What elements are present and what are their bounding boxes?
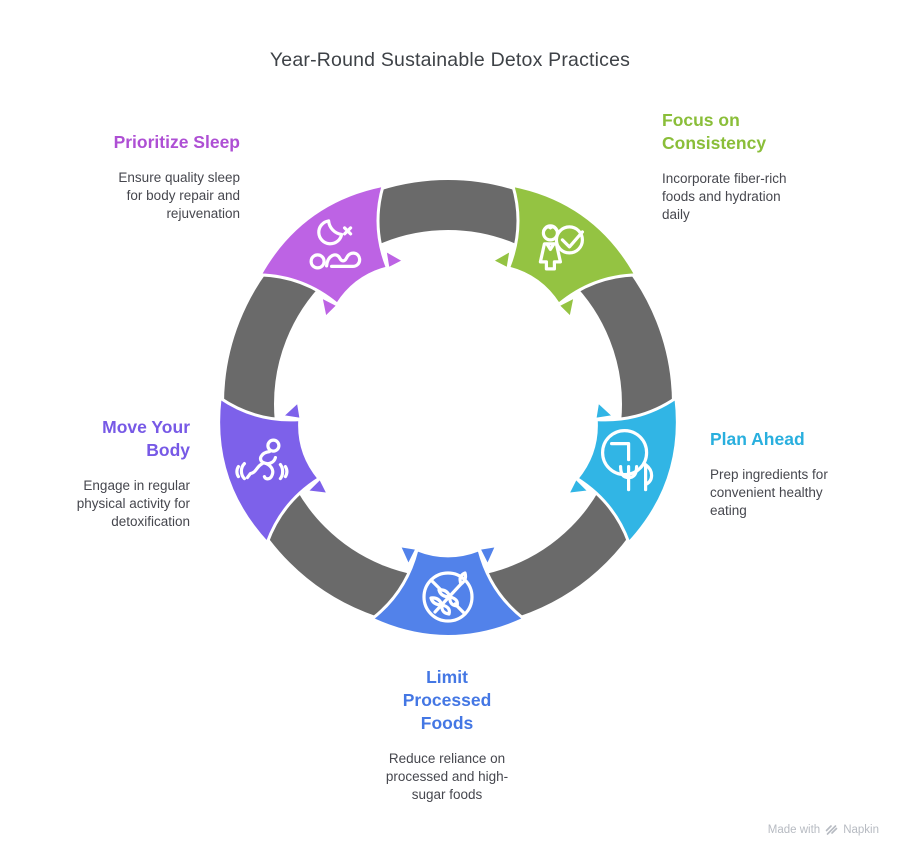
segment-fold [384,249,405,270]
segment-description: Reduce reliance on processed and high-sug… [362,750,532,804]
segment-title-line: Plan Ahead [710,429,805,449]
segment-focus-consistency [491,183,638,319]
segment-title-line: Focus on [662,110,740,130]
segment-description-line: detoxification [111,514,190,529]
segment-shape [258,183,389,306]
segment-title-line: Prioritize Sleep [113,132,240,152]
segment-description-line: processed and high- [385,769,509,784]
watermark-made-with: Made with [767,823,821,836]
segment-description-line: for body repair and [126,188,240,203]
sleep-icon [309,219,362,270]
segment-description-line: foods and hydration [662,189,781,204]
person-check-icon [538,224,585,271]
segment-plan-ahead [566,396,679,545]
segment-title-line: Processed [402,690,492,710]
segment-description-line: Incorporate fiber-rich [662,171,787,186]
segment-shape [217,396,321,545]
segment-title-line: Move Your [102,417,190,437]
segment-description-line: Engage in regular [83,478,190,493]
segment-fold [305,477,330,496]
segment-fold [281,400,302,421]
segment-prioritize-sleep [258,183,405,319]
segment-fold [320,295,339,319]
segment-limit-processed-foods [370,544,526,638]
segment-description-line: physical activity for [76,496,190,511]
segment-description: Engage in regular physical activity for de… [20,477,190,531]
segment-move-your-body [217,396,330,545]
segment-title: Plan Ahead [710,428,895,451]
napkin-logo-icon [825,825,838,835]
segment-fold [478,544,498,567]
segment-title-line: Body [146,440,190,460]
segment-description: Ensure quality sleep for body repair and r… [70,169,240,223]
segment-fold [398,544,418,567]
segment-description-line: Ensure quality sleep [118,170,240,185]
segment-description-line: eating [710,503,747,518]
watermark-brand: Napkin [843,823,879,836]
segment-fold [491,249,512,270]
segment-description-line: sugar foods [411,787,483,802]
napkin-watermark: Made with Napkin [768,823,879,836]
segment-title: Prioritize Sleep [70,131,240,154]
segment-title: Focus on Consistency [662,109,847,155]
segment-fold [566,477,591,496]
meal-plan-icon [600,429,654,492]
segment-description-line: Reduce reliance on [388,751,506,766]
runner-icon [235,438,289,481]
segment-description: Prep ingredients for convenient healthy ea… [710,466,895,520]
page-title: Year-Round Sustainable Detox Practices [269,49,631,71]
segment-fold [594,400,615,421]
segment-description-line: Prep ingredients for [710,467,828,482]
segment-fold [557,295,576,319]
segment-title-line: Limit [426,667,468,687]
segment-title-line: Consistency [662,133,767,153]
segment-description-line: daily [662,207,690,222]
segment-title-line: Foods [420,713,474,733]
segment-description-line: rejuvenation [166,206,240,221]
segment-description-line: convenient healthy [710,485,823,500]
segment-description: Incorporate fiber-rich foods and hydratio… [662,170,847,224]
no-wheat-icon [422,571,474,623]
